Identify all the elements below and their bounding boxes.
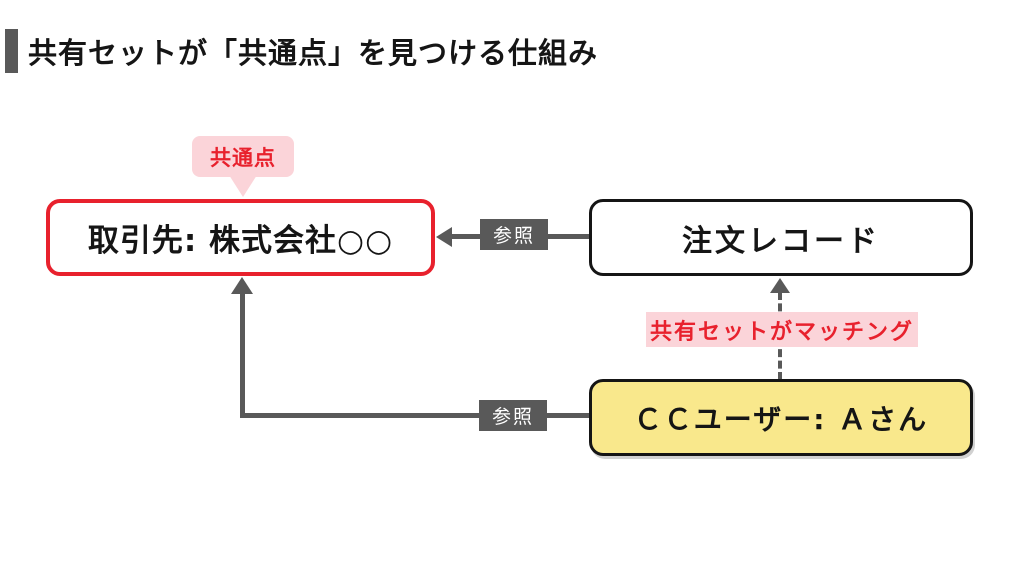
arrowhead-up-icon <box>231 277 253 294</box>
page-title: 共有セットが「共通点」を見つける仕組み <box>28 36 599 70</box>
common-point-callout: 共通点 <box>192 136 294 177</box>
arrowhead-left-icon <box>436 227 452 247</box>
node-cc-user: ＣＣユーザー: Ａさん <box>589 379 973 456</box>
reference-label-top: 参照 <box>480 219 548 250</box>
arrow-ccuser-to-client-vertical-line <box>240 293 245 418</box>
callout-tail <box>229 175 257 197</box>
matching-label: 共有セットがマッチング <box>646 312 918 347</box>
arrowhead-up-dashed-icon <box>770 278 790 293</box>
node-order-record: 注文レコード <box>589 199 973 276</box>
reference-label-bottom: 参照 <box>479 400 547 431</box>
title-accent-bar <box>5 29 18 73</box>
arrow-ccuser-to-client-horizontal-line <box>243 413 589 418</box>
node-client-account: 取引先: 株式会社○○ <box>46 199 435 276</box>
